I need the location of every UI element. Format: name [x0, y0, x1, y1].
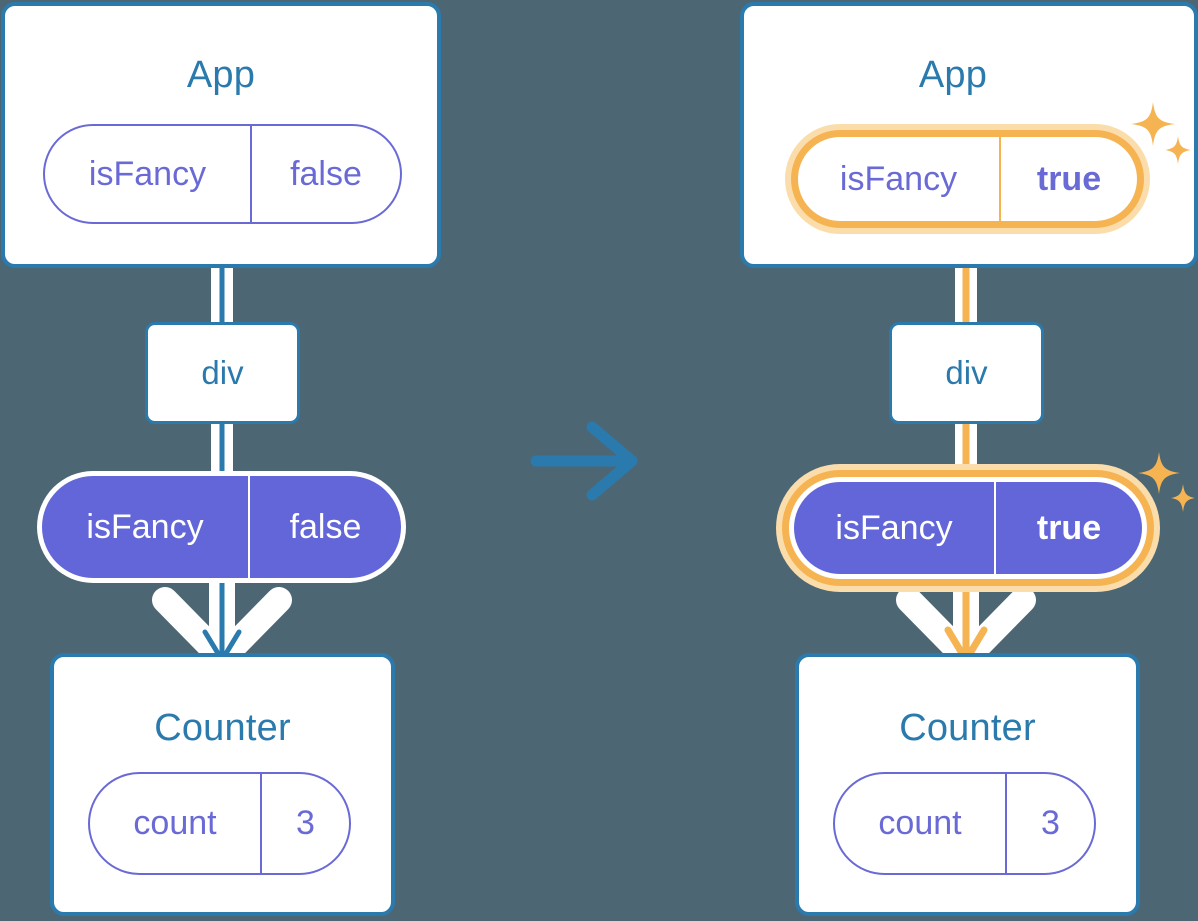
sparkle-icon-app-after: [1131, 102, 1191, 164]
state-pill-count-name-before: count: [133, 804, 217, 842]
app-title-after: App: [918, 54, 988, 96]
div-node-label-after: div: [945, 354, 988, 391]
state-pill-count-value-before: 3: [260, 774, 349, 873]
state-pill-count-after[interactable]: count 3: [833, 772, 1096, 875]
prop-pill-isfancy-before[interactable]: isFancy false: [42, 476, 401, 578]
state-pill-count-name-after: count: [878, 804, 962, 842]
state-pill-isfancy-before[interactable]: isFancy false: [43, 124, 402, 224]
state-pill-value-after: true: [999, 137, 1137, 221]
state-pill-value-before: false: [250, 126, 400, 222]
prop-pill-name-before: isFancy: [86, 507, 204, 546]
counter-title-after: Counter: [899, 707, 1036, 749]
div-node-label-before: div: [201, 354, 244, 391]
div-node-before: div: [145, 322, 300, 424]
div-node-after: div: [889, 322, 1044, 424]
state-pill-count-value-after: 3: [1005, 774, 1094, 873]
prop-pill-isfancy-after[interactable]: isFancy true: [794, 482, 1142, 574]
prop-pill-value-before: false: [248, 476, 401, 578]
prop-pill-name-after: isFancy: [835, 508, 953, 547]
state-pill-count-before[interactable]: count 3: [88, 772, 351, 875]
state-pill-name-before: isFancy: [88, 154, 207, 193]
state-pill-name-after: isFancy: [839, 159, 958, 198]
sparkle-icon-prop-after: [1138, 452, 1195, 512]
prop-pill-value-after: true: [994, 482, 1142, 574]
transition-arrow-right-icon: [530, 421, 638, 501]
counter-title-before: Counter: [154, 707, 291, 749]
state-pill-isfancy-after[interactable]: isFancy true: [791, 130, 1144, 228]
app-title-before: App: [186, 54, 256, 96]
